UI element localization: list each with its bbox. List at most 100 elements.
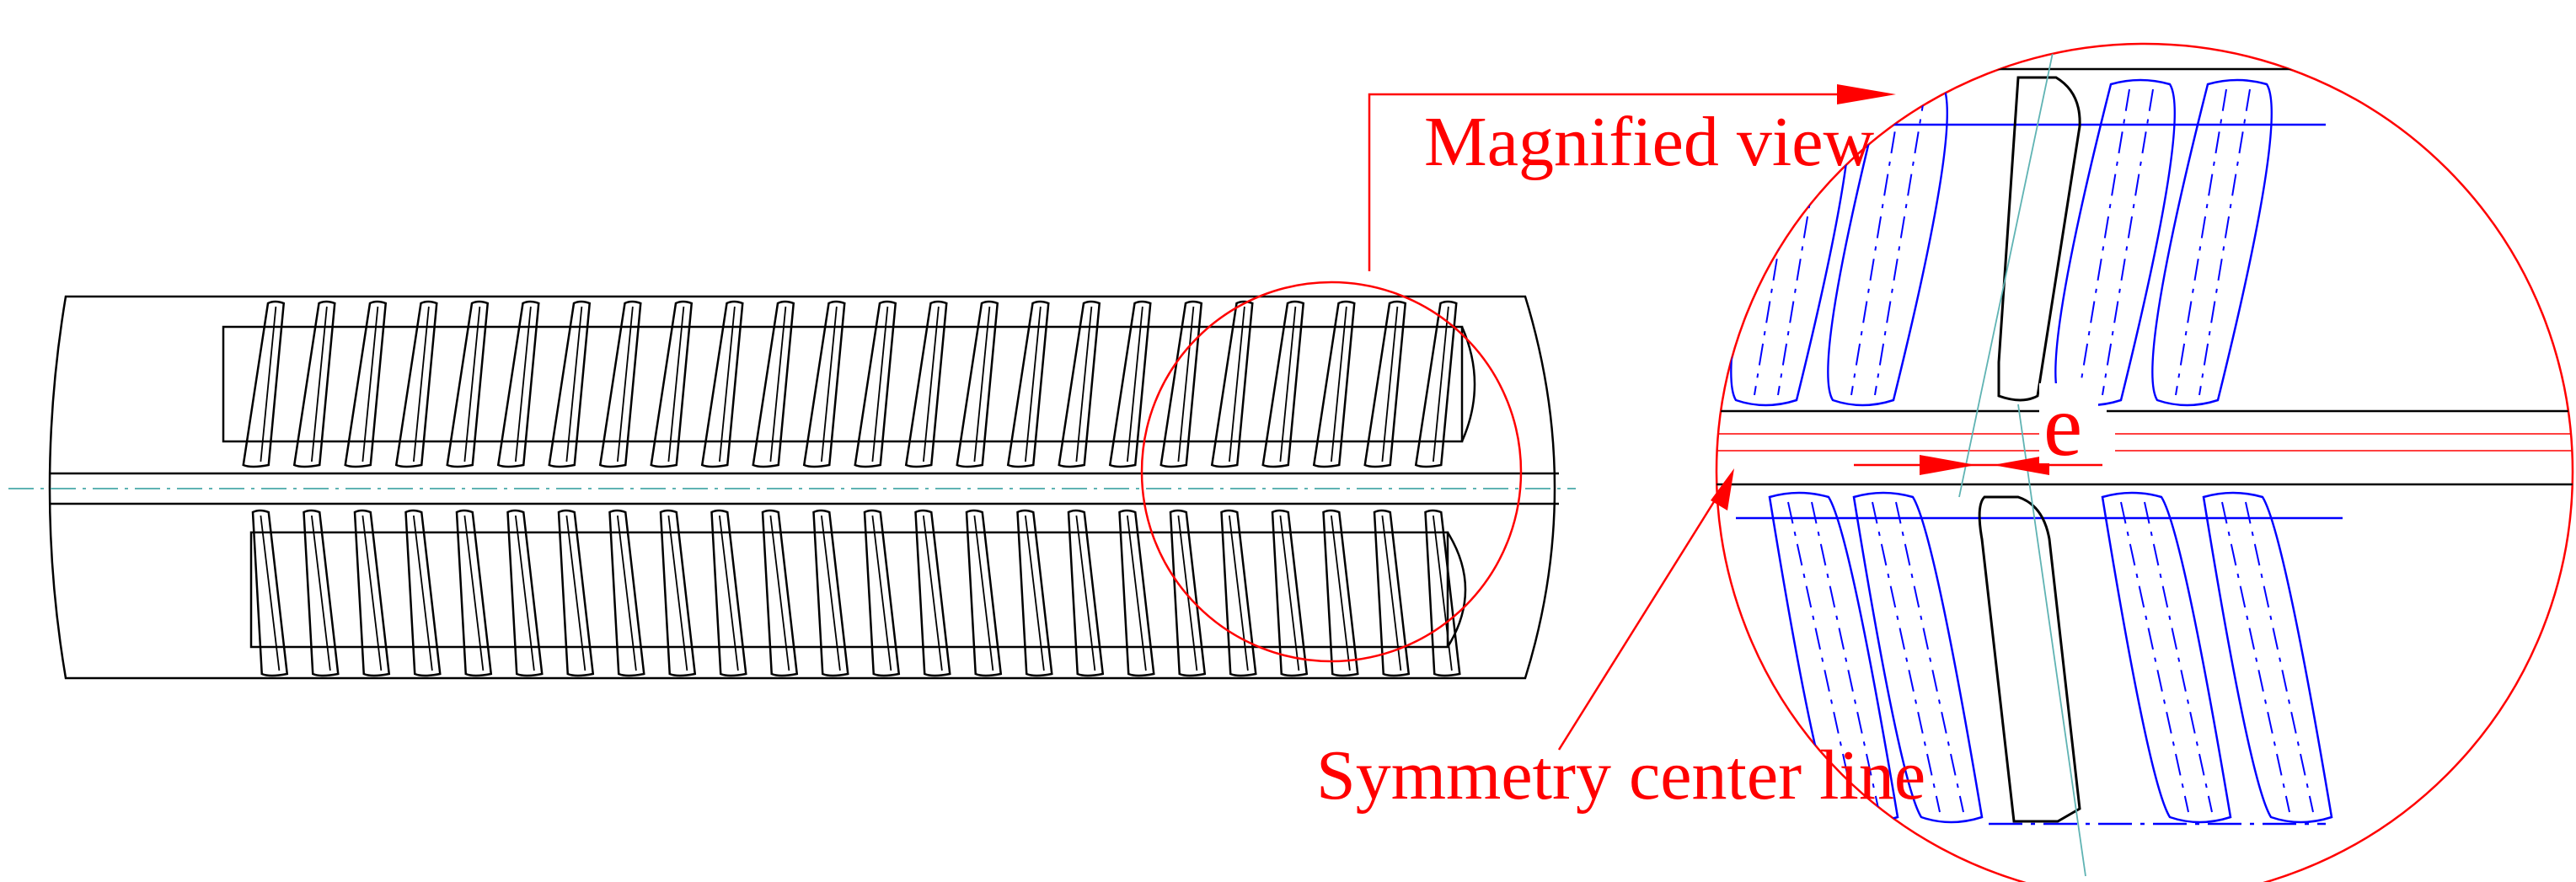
lower-screw-thread [404,509,442,677]
lower-screw-thread [863,509,901,677]
upper-screw-thread-edge [310,306,328,462]
upper-screw-thread [1006,300,1050,468]
upper-screw-thread-edge [769,306,787,462]
upper-screw-thread [1312,300,1356,468]
lower-screw-thread-edge [1177,515,1198,671]
lower-screw-thread [761,509,799,677]
upper-screw-thread-edge [718,306,736,462]
lower-screw-thread [1271,509,1309,677]
upper-screw-thread [1159,300,1203,468]
eccentricity-label: e [2043,377,2082,474]
lower-screw-thread-edge [1279,515,1300,671]
upper-screw-thread [1210,300,1254,468]
e-label-background [2039,383,2098,463]
upper-screw-thread [344,300,388,468]
mag-highlight-thread-lower [1978,495,2081,823]
barrel-outline [48,295,1556,680]
upper-screw-thread [1108,300,1152,468]
upper-screw-thread [700,300,744,468]
lower-screw-thread [608,509,645,677]
lower-screw-thread [1067,509,1105,677]
upper-screw-thread-edge [1024,306,1042,462]
upper-screw-thread [1261,300,1305,468]
upper-screw-thread [1058,300,1101,468]
mag-tilt-line-2 [2017,404,2086,877]
mag-lower-thread-hidden-line [1811,501,1880,813]
lower-screw-thread-edge [871,515,892,671]
mag-upper-thread-hidden-line [2102,88,2154,396]
lower-screw-thread [812,509,849,677]
lower-screw-thread-edge [463,515,485,671]
upper-screw-thread-edge [1330,306,1347,462]
lower-screw-thread [557,509,595,677]
mag-lower-thread-hidden-line [2144,501,2213,813]
symmetry-leader-line [1557,479,1729,751]
twin-screw-main-view [48,295,1559,680]
upper-screw-thread-edge [871,306,889,462]
lower-screw-thread [251,509,289,677]
mag-upper-thread-hidden-line [2078,88,2130,396]
upper-screw-thread-edge [1177,306,1195,462]
lower-screw-thread-edge [260,515,281,671]
mag-lower-thread-hidden-line [2221,501,2290,813]
upper-screw-thread [496,300,540,468]
lower-screw-thread-edge [310,515,331,671]
mag-upper-thread-hidden-line [2175,88,2227,396]
upper-screw-thread [394,300,438,468]
lower-screw-thread-edge [412,515,433,671]
lower-screw-thread [965,509,1003,677]
lower-screw-thread [914,509,951,677]
magnify-leader-line [1368,93,1888,271]
upper-screw-thread-edge [820,306,838,462]
upper-screw-thread [1363,300,1407,468]
upper-screw-thread [854,300,897,468]
lower-screw-thread [1220,509,1257,677]
lower-screw-core [249,531,1449,649]
e-arrow-right [1993,455,2049,475]
mag-lower-thread-hidden-line [1895,501,1964,813]
upper-screw-thread-edge [1381,306,1399,462]
lower-screw-thread [1118,509,1155,677]
lower-screw-thread-edge [1228,515,1249,671]
upper-screw-thread [598,300,642,468]
upper-screw-thread [242,300,286,468]
upper-screw-thread-edge [1279,306,1297,462]
lower-screw-thread-edge [820,515,841,671]
upper-screw-thread-edge [361,306,379,462]
lower-screw-thread [1373,509,1411,677]
mag-lower-thread [2202,491,2333,824]
upper-screw-thread-edge [565,306,583,462]
lower-screw-thread-edge [718,515,739,671]
lower-screw-thread-edge [922,515,943,671]
mag-upper-thread-hidden-line [2198,88,2251,396]
lower-screw-thread-edge [565,515,586,671]
upper-screw-thread-edge [1126,306,1143,462]
upper-screw-thread-edge [922,306,940,462]
symmetry-center-line-label: Symmetry center line [1316,736,1925,815]
lower-screw-thread [1322,509,1359,677]
mag-lower-thread-hidden-line [1787,501,1856,813]
lower-screw-thread-edge [616,515,637,671]
upper-screw-thread [292,300,336,468]
lower-screw-thread [710,509,747,677]
lower-screw-thread [659,509,697,677]
upper-screw-thread-edge [973,306,991,462]
upper-screw-thread-edge [1075,306,1093,462]
upper-screw-thread [650,300,694,468]
upper-screw-thread [904,300,948,468]
lower-screw-thread-edge [1075,515,1096,671]
mag-upper-thread [2151,78,2273,407]
lower-screw-thread [506,509,544,677]
magnify-leader-arrow [1837,84,1896,104]
mag-lower-thread [1768,491,1899,824]
magnified-view-label: Magnified view [1424,103,1875,181]
mag-upper-thread-hidden-line [1850,88,1903,396]
upper-screw-thread-edge [1432,306,1449,462]
magnify-region-circle [1140,281,1523,663]
lower-screw-thread-edge [514,515,535,671]
e-arrow-left [1920,455,1976,475]
lower-screw-thread [303,509,340,677]
lower-screw-thread-edge [1330,515,1351,671]
lower-screw-thread-edge [1126,515,1147,671]
